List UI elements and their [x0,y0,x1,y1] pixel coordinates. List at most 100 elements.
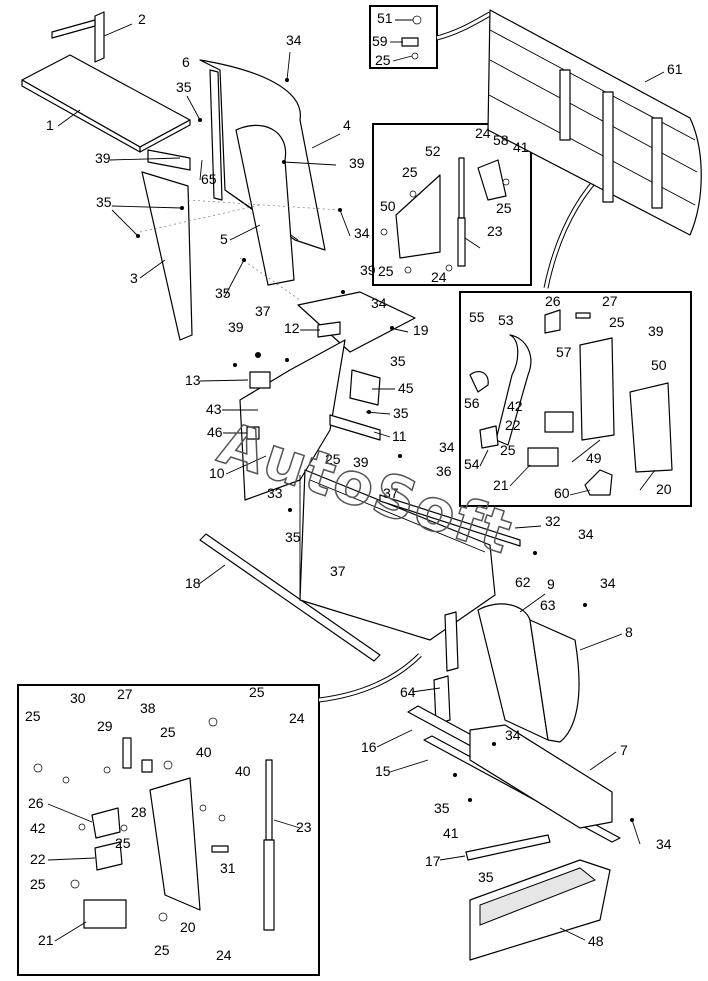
detail-gas-spring-items [380,157,510,274]
callout-c-40b: 40 [235,763,251,779]
callout-c-25g: 25 [500,442,516,458]
callout-c-49: 49 [586,450,602,466]
part-13-bracket [249,371,271,389]
callout-c-24a: 24 [475,125,491,141]
callout-c-30: 30 [70,690,86,706]
callout-c-34g: 34 [505,727,521,743]
callout-c-34a: 34 [286,32,302,48]
part-18-rail [199,533,381,662]
callout-c-63: 63 [540,597,556,613]
callout-c-51: 51 [377,10,393,26]
callout-c-15: 15 [375,763,391,779]
part-11-bar [329,414,381,441]
callout-c-25m: 25 [154,942,170,958]
part-61-large-panel [487,9,702,236]
callout-c-9: 9 [547,576,555,592]
detail-hardware-items [401,15,422,60]
callout-c-19: 19 [413,322,429,338]
part-3-side-panel [141,171,193,341]
detail-latch-bottom-items [33,717,275,931]
callout-c-35d: 35 [390,353,406,369]
callout-c-39f: 39 [648,323,664,339]
part-48-panel [469,859,611,961]
part-8-outer-panel [529,619,580,743]
callout-c-35h: 35 [478,869,494,885]
callout-c-45: 45 [398,380,414,396]
callout-c-60: 60 [554,485,570,501]
callout-c-23b: 23 [296,819,312,835]
callout-c-25i: 25 [25,708,41,724]
callout-c-27a: 27 [602,293,618,309]
callout-c-56: 56 [464,395,480,411]
callout-c-25d: 25 [496,200,512,216]
callout-c-34c: 34 [371,295,387,311]
callout-c-48: 48 [588,933,604,949]
callout-c-53: 53 [498,312,514,328]
callout-c-24b: 24 [431,269,447,285]
fastener-dots [136,78,634,822]
callout-c-23a: 23 [487,223,503,239]
callout-c-25a: 25 [325,451,341,467]
callout-c-61: 61 [667,61,683,77]
detail-box-latch-bottom [17,684,320,976]
callout-c-21b: 21 [38,932,54,948]
callout-c-55: 55 [469,309,485,325]
callout-c-34f: 34 [600,575,616,591]
callout-c-50b: 50 [651,357,667,373]
callout-c-39b: 39 [349,155,365,171]
detail-box-gas-spring [372,123,532,286]
callout-c-41b: 41 [513,139,529,155]
callout-c-32: 32 [545,513,561,529]
callout-c-26a: 26 [545,293,561,309]
callout-c-35e: 35 [393,405,409,421]
callout-c-34h: 34 [656,836,672,852]
callout-c-54: 54 [464,456,480,472]
callout-c-65: 65 [201,171,217,187]
callout-c-26b: 26 [28,795,44,811]
callout-c-17: 17 [425,853,441,869]
callout-c-25e: 25 [378,263,394,279]
part-main-frame [299,469,496,641]
part-7-beam [469,724,613,829]
part-19-plate [297,291,416,353]
callout-c-25b: 25 [375,52,391,68]
callout-c-62: 62 [515,574,531,590]
callout-c-50a: 50 [380,198,396,214]
callout-c-37c: 37 [330,563,346,579]
callout-c-11: 11 [392,428,407,444]
part-32-rod [379,494,521,547]
part-10-mount-panel [239,339,346,501]
callout-c-6: 6 [182,54,190,70]
callout-c-1: 1 [46,117,54,133]
callout-c-34e: 34 [578,526,594,542]
callout-c-24c: 24 [289,710,305,726]
callout-c-34b: 34 [354,225,370,241]
callout-c-35a: 35 [176,79,192,95]
callout-c-21a: 21 [493,477,509,493]
callout-c-16: 16 [361,739,377,755]
callout-c-20b: 20 [180,919,196,935]
callout-c-40a: 40 [196,744,212,760]
callout-c-7: 7 [620,742,628,758]
callout-c-58: 58 [493,132,509,148]
callout-c-4: 4 [343,117,351,133]
callout-c-46: 46 [207,424,223,440]
callout-c-41a: 41 [443,825,459,841]
callout-c-25j: 25 [160,724,176,740]
callout-c-35c: 35 [215,285,231,301]
callout-c-18: 18 [185,575,201,591]
callout-c-42b: 42 [30,820,46,836]
part-39-clip [147,149,191,171]
callout-c-12: 12 [284,320,300,336]
callout-c-28: 28 [131,804,147,820]
part-6-strip [209,69,223,201]
part-2-bracket [51,11,105,63]
part-5-inner-panel [235,124,295,286]
part-1-top-cover [21,54,191,153]
callout-c-64: 64 [400,684,416,700]
callout-c-52: 52 [425,143,441,159]
callout-c-25h: 25 [249,684,265,700]
